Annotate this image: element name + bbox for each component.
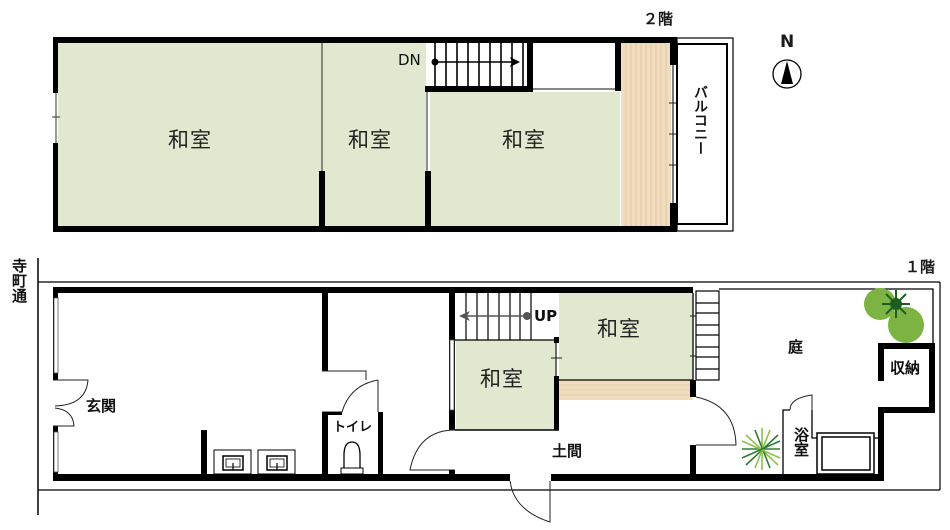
bathtub-icon: [816, 432, 875, 475]
room-label-niwa: 庭: [788, 338, 804, 356]
floor2-title: ２階: [643, 10, 674, 28]
sink-icon: [213, 449, 252, 475]
room-label-toilet: トイレ: [333, 420, 373, 435]
floor1-engawa-grain: [559, 384, 693, 396]
floor2-closet-area: [533, 43, 615, 89]
stair-start-dot: [431, 58, 439, 66]
room-label-shuno: 収納: [890, 359, 921, 377]
floor1-plan: [37, 258, 941, 523]
stairs-down-label: DN: [398, 51, 421, 69]
stair-arrow-icon: [510, 57, 520, 67]
floor1-title: １階: [905, 258, 936, 276]
floor2-stair-area: [426, 43, 530, 89]
north-arrow-icon: [772, 59, 802, 89]
compass-label: N: [780, 32, 795, 52]
room-label-washitsu-east: 和室: [502, 128, 546, 152]
floor2-stair-treads: [434, 43, 524, 86]
toilet-icon: [340, 441, 364, 475]
room-label-washitsu-west: 和室: [168, 128, 212, 152]
floor2-room-east-fill: [430, 92, 620, 226]
floor1-room-south-fill: [456, 340, 557, 430]
room-label-yokushitsu: 浴室: [792, 427, 810, 457]
floor2-plan: [52, 37, 734, 232]
engawa-wood-grain: [625, 43, 667, 226]
plant-icon: [741, 428, 781, 470]
room-label-genkan: 玄関: [86, 397, 117, 415]
room-label-doma: 土間: [552, 442, 583, 460]
floor1-room-north-fill: [559, 293, 693, 380]
balcony-railing: [676, 43, 728, 225]
stair-start-dot: [523, 312, 531, 320]
balcony-label: バルコニー: [692, 85, 708, 155]
stairs-up-label: UP: [534, 307, 558, 325]
floor2-room-middle-fill: [322, 43, 426, 226]
floor2-room-west-fill: [58, 43, 322, 226]
room-label-washitsu-north: 和室: [597, 317, 641, 341]
stair-arrow-icon: [459, 311, 470, 321]
room-label-washitsu-middle: 和室: [348, 128, 392, 152]
room-label-washitsu-south: 和室: [480, 367, 524, 391]
sink-icon: [257, 449, 296, 475]
tree-icon: [864, 288, 924, 343]
street-label: 寺町通: [10, 258, 28, 303]
